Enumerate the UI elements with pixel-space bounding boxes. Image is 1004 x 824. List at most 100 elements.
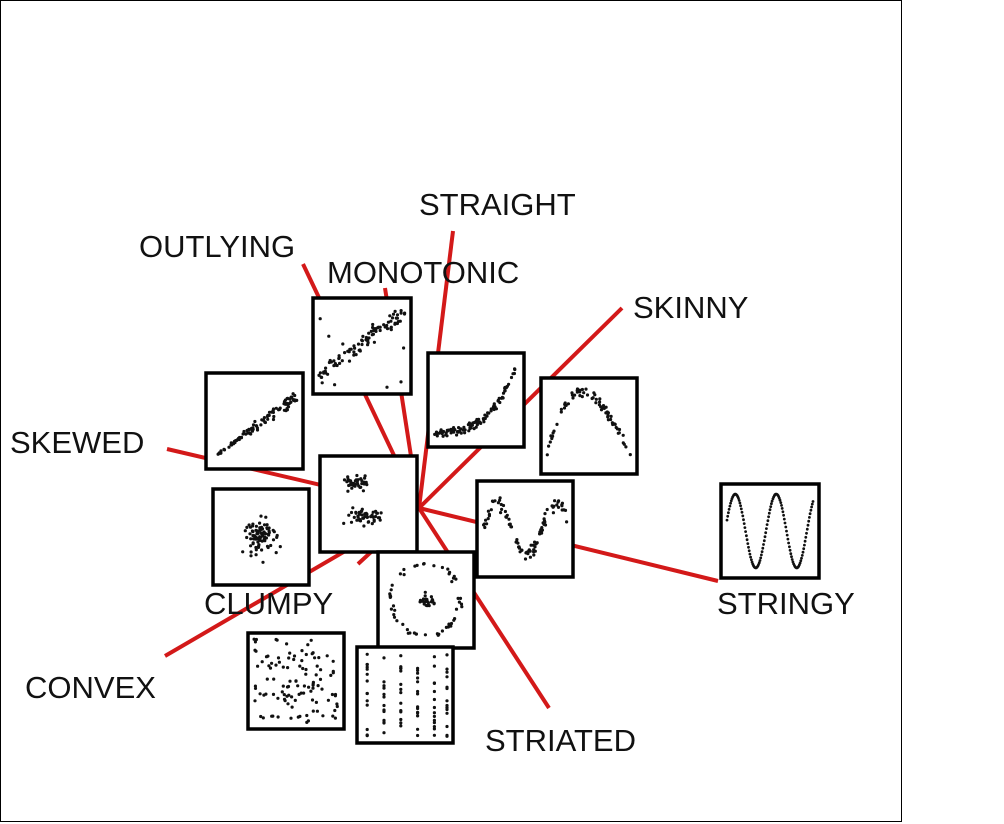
plot-point <box>531 543 535 547</box>
plot-point <box>348 347 352 351</box>
plot-point <box>259 714 263 719</box>
plot-point <box>369 329 373 333</box>
plot-point <box>729 499 733 503</box>
plot-point <box>611 422 615 427</box>
plot-point <box>432 714 436 719</box>
plot-point <box>365 699 369 703</box>
plot-point <box>365 679 369 683</box>
plot-point <box>601 404 606 408</box>
plot-point <box>374 514 378 519</box>
plot-point <box>399 701 403 705</box>
plot-point <box>326 698 330 702</box>
plot-point <box>302 691 306 695</box>
plot-point <box>445 670 449 674</box>
plot-point <box>357 484 361 488</box>
plot-point <box>360 338 364 342</box>
plot-point <box>245 525 249 530</box>
plot-point <box>393 608 397 612</box>
plot-point <box>274 406 278 410</box>
plot-point <box>416 671 420 675</box>
plot-point <box>271 692 276 697</box>
plot-point <box>483 416 487 421</box>
plot-point <box>349 481 353 485</box>
plot-point <box>469 425 473 430</box>
plot-point <box>249 537 253 541</box>
plot-point <box>390 316 395 320</box>
plot-point <box>432 602 436 606</box>
plot-point <box>371 325 375 330</box>
plot-point <box>286 702 290 706</box>
plot-point <box>621 433 625 437</box>
plot-point <box>361 334 365 338</box>
plot-point <box>738 501 742 505</box>
plot-point <box>265 677 269 681</box>
plot-point <box>432 664 436 668</box>
plot-point <box>365 703 369 707</box>
plot-point <box>253 640 257 644</box>
plot-point <box>265 523 269 527</box>
plot-point <box>318 317 322 321</box>
plot-point <box>270 714 274 718</box>
plot-point <box>378 518 382 522</box>
plot-point <box>788 545 791 549</box>
figure-frame: STRAIGHT OUTLYING MONOTONIC SKINNY SKEWE… <box>0 0 902 822</box>
plot-point <box>276 715 280 719</box>
plot-point <box>450 430 454 434</box>
plot-point <box>251 423 256 427</box>
plot-point <box>424 597 428 601</box>
plot-point <box>779 501 783 504</box>
label-monotonic: MONOTONIC <box>327 255 519 290</box>
plot-point <box>777 496 781 500</box>
plot-point <box>239 435 244 439</box>
plot-point <box>745 534 748 538</box>
plot-point <box>780 504 783 507</box>
plot-point <box>416 706 420 711</box>
plot-point <box>785 529 788 533</box>
plot-point <box>331 659 335 663</box>
plot-point <box>372 340 376 344</box>
plot-point <box>290 705 294 709</box>
plot-point <box>598 397 602 401</box>
label-skewed: SKEWED <box>10 425 144 460</box>
plot-point <box>388 314 392 318</box>
plot-point <box>260 548 264 552</box>
plot-point <box>347 483 351 488</box>
plot-point <box>555 503 559 507</box>
plot-point <box>741 514 745 518</box>
plot-point <box>811 500 815 503</box>
plot-points <box>388 562 464 637</box>
plot-point <box>759 556 763 560</box>
plot-point <box>264 655 269 659</box>
plot-point <box>445 653 449 657</box>
plot-point <box>386 320 390 324</box>
plot-point <box>392 615 397 619</box>
plot-point <box>367 331 371 335</box>
plot-point <box>361 516 365 520</box>
plot-point <box>290 695 294 699</box>
plot-point <box>253 684 257 688</box>
plot-point <box>277 660 281 664</box>
plot-point <box>810 505 813 509</box>
plot-point <box>559 407 564 411</box>
plot-point <box>285 408 289 412</box>
plot-point <box>250 529 254 533</box>
plot-point <box>594 401 598 405</box>
plot-point <box>445 706 449 710</box>
plot-point <box>445 675 449 679</box>
plot-point <box>352 515 356 520</box>
label-skinny: SKINNY <box>633 290 748 325</box>
plot-point <box>306 643 310 647</box>
plot-point <box>507 522 511 527</box>
plot-point <box>737 499 741 502</box>
plot-point <box>365 727 369 732</box>
plot-point <box>259 514 263 518</box>
plot-point <box>498 498 502 502</box>
plot-point <box>762 539 766 543</box>
plot-point <box>447 622 451 626</box>
plot-point <box>296 684 300 688</box>
plot-point <box>457 426 461 430</box>
plot-point <box>472 427 476 431</box>
label-clumpy: CLUMPY <box>204 586 333 621</box>
plot-point <box>346 489 350 493</box>
plot-point <box>518 550 522 554</box>
